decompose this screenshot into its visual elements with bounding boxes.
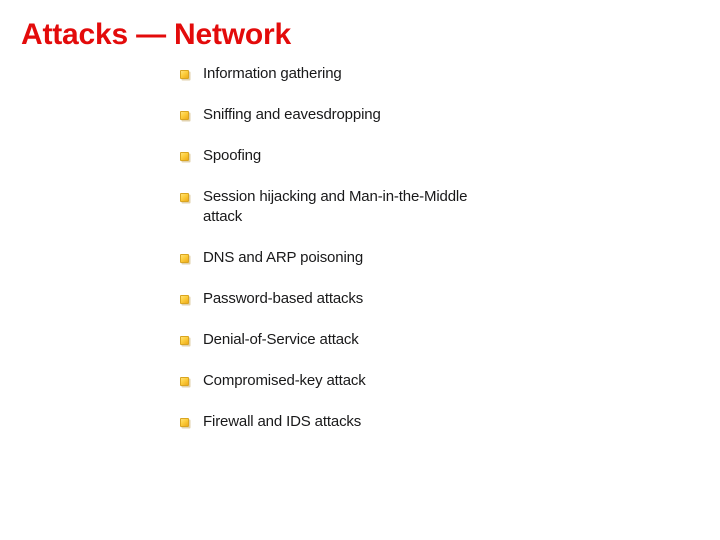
list-item: DNS and ARP poisoning xyxy=(180,248,470,268)
list-item-label: Password-based attacks xyxy=(203,290,364,307)
gold-square-bullet-icon xyxy=(180,193,189,202)
list-item: Password-based attacks xyxy=(180,289,470,309)
gold-square-bullet-icon xyxy=(180,336,189,345)
list-item-label: Denial-of-Service attack xyxy=(203,331,359,348)
list-item: Firewall and IDS attacks xyxy=(180,412,470,432)
gold-square-bullet-icon xyxy=(180,254,189,263)
list-item: Compromised-key attack xyxy=(180,371,470,391)
list-item-label: Firewall and IDS attacks xyxy=(203,413,362,430)
gold-square-bullet-icon xyxy=(180,152,189,161)
gold-square-bullet-icon xyxy=(180,70,189,79)
list-item: Session hijacking and Man-in-the-Middle … xyxy=(180,187,470,227)
list-item-label: Session hijacking and Man-in-the-Middle … xyxy=(203,188,468,225)
list-item: Denial-of-Service attack xyxy=(180,330,470,350)
list-item-label: Sniffing and eavesdropping xyxy=(203,106,381,123)
list-item-label: Compromised-key attack xyxy=(203,372,366,389)
gold-square-bullet-icon xyxy=(180,295,189,304)
gold-square-bullet-icon xyxy=(180,418,189,427)
list-item: Information gathering xyxy=(180,64,470,84)
list-item-label: Spoofing xyxy=(203,147,262,164)
attack-bullet-list: Information gathering Sniffing and eaves… xyxy=(180,64,470,432)
page-title: Attacks — Network xyxy=(21,18,292,51)
list-item-label: DNS and ARP poisoning xyxy=(203,249,364,266)
gold-square-bullet-icon xyxy=(180,377,189,386)
gold-square-bullet-icon xyxy=(180,111,189,120)
list-item: Spoofing xyxy=(180,146,470,166)
list-item-label: Information gathering xyxy=(203,65,342,82)
list-item: Sniffing and eavesdropping xyxy=(180,105,470,125)
